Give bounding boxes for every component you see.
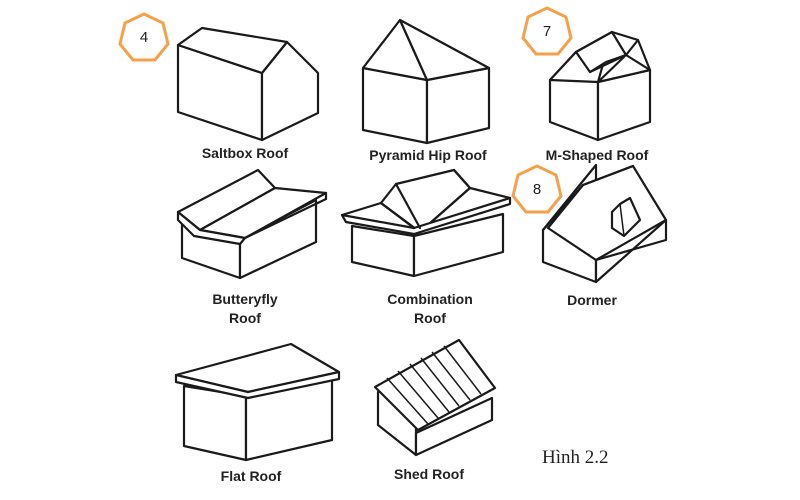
caption-butterfly-roof: Butteryfly Roof: [200, 290, 290, 328]
m-shaped-roof-drawing: [548, 30, 652, 142]
dormer-drawing: [541, 163, 668, 284]
badge-4-outline: [118, 12, 170, 62]
caption-flat-roof: Flat Roof: [220, 468, 282, 484]
badge-8: 8: [532, 181, 542, 198]
caption-combination-line-1: Combination: [387, 291, 473, 307]
caption-pyramid-hip-roof: Pyramid Hip Roof: [369, 147, 487, 163]
caption-combination-line-2: Roof: [414, 310, 446, 326]
badge-4: 4: [139, 29, 149, 46]
caption-m-shaped-roof: M-Shaped Roof: [545, 147, 649, 163]
flat-roof-drawing: [174, 342, 341, 462]
badge-7-outline: [521, 6, 573, 56]
butterfly-roof-drawing: [176, 168, 328, 280]
combination-roof-drawing: [340, 168, 512, 278]
saltbox-roof-drawing: [176, 26, 320, 142]
caption-saltbox-roof: Saltbox Roof: [201, 145, 289, 161]
badge-8-outline: [511, 164, 563, 214]
caption-shed-roof: Shed Roof: [394, 466, 464, 482]
caption-combination-roof: Combination Roof: [378, 290, 482, 328]
caption-butterfly-line-2: Roof: [229, 310, 261, 326]
caption-butterfly-line-1: Butteryfly: [212, 291, 278, 307]
caption-dormer: Dormer: [567, 292, 617, 308]
pyramid-hip-roof-drawing: [361, 18, 491, 145]
badge-7: 7: [542, 23, 552, 40]
figure-label: Hình 2.2: [542, 447, 609, 468]
shed-roof-drawing: [373, 338, 497, 457]
